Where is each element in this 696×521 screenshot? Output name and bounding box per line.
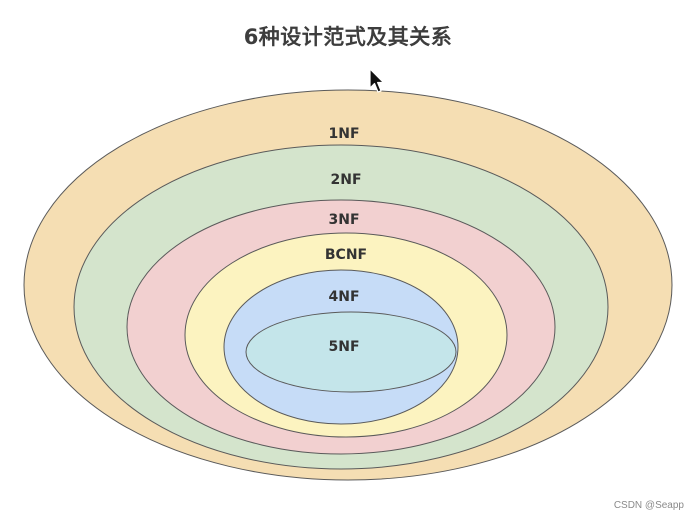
label-5nf: 5NF: [328, 339, 359, 355]
label-2nf: 2NF: [330, 172, 361, 188]
label-1nf: 1NF: [328, 126, 359, 142]
watermark: CSDN @Seapp: [613, 500, 684, 511]
diagram-title: 6种设计范式及其关系: [243, 25, 453, 49]
ring-5nf: [245, 311, 457, 393]
label-bcnf: BCNF: [325, 247, 367, 263]
mouse-pointer-icon: [369, 68, 385, 93]
label-4nf: 4NF: [328, 289, 359, 305]
label-3nf: 3NF: [328, 212, 359, 228]
